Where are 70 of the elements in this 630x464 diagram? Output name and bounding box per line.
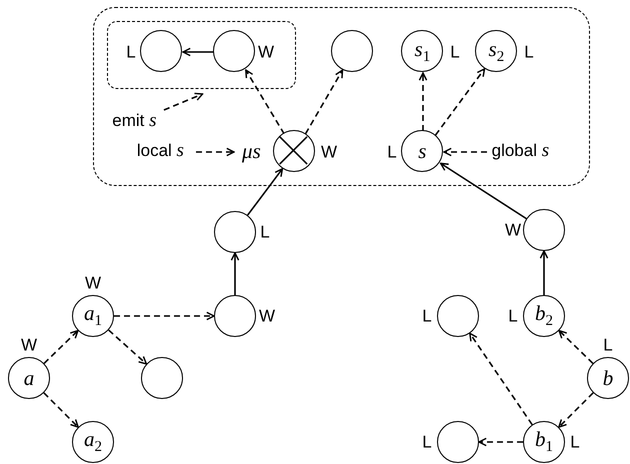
variable-label: a$_{1}$ bbox=[84, 301, 102, 331]
empty-circle bbox=[212, 30, 255, 72]
dashed-group-box bbox=[107, 21, 296, 90]
side-label: L bbox=[603, 336, 613, 354]
empty-circle bbox=[141, 357, 183, 399]
side-label: L bbox=[508, 308, 518, 324]
dashed-group-box bbox=[93, 7, 590, 186]
variable-label: s$_{2}$ bbox=[488, 36, 504, 66]
side-label: L bbox=[126, 44, 136, 60]
dashed-arrow bbox=[443, 148, 487, 156]
side-label: W bbox=[504, 222, 522, 238]
empty-circle bbox=[140, 30, 182, 72]
annotation-label: global s bbox=[492, 140, 550, 162]
dashed-arrow bbox=[478, 438, 523, 446]
variable-circle bbox=[475, 30, 518, 72]
math-label: μs bbox=[242, 138, 261, 164]
dashed-arrow bbox=[304, 69, 344, 134]
variable-circle bbox=[72, 421, 114, 463]
variable-label: a bbox=[24, 366, 34, 390]
side-label: W bbox=[84, 274, 102, 292]
variable-label: b bbox=[602, 366, 614, 390]
dashed-arrow bbox=[558, 392, 594, 428]
dashed-arrow bbox=[114, 312, 215, 320]
side-label: L bbox=[524, 44, 534, 60]
empty-circle bbox=[331, 30, 374, 72]
variable-label: a$_{2}$ bbox=[84, 427, 102, 457]
dashed-arrow bbox=[434, 68, 486, 136]
variable-circle bbox=[8, 357, 50, 399]
variable-circle bbox=[401, 30, 444, 72]
dashed-arrow bbox=[418, 72, 428, 131]
arrow bbox=[230, 252, 240, 295]
variable-circle bbox=[401, 130, 444, 172]
variable-label: b$_{2}$ bbox=[535, 301, 553, 331]
empty-circle bbox=[437, 295, 479, 337]
arrow bbox=[440, 162, 527, 220]
dashed-arrow bbox=[44, 330, 79, 364]
variable-label: b$_{1}$ bbox=[535, 427, 553, 457]
dashed-arrow bbox=[245, 69, 285, 134]
dashed-arrow bbox=[196, 148, 235, 156]
arrow bbox=[246, 168, 284, 216]
side-label: L bbox=[570, 434, 580, 450]
variable-circle bbox=[523, 421, 565, 463]
side-label: L bbox=[422, 308, 432, 324]
variable-circle bbox=[72, 295, 114, 337]
dashed-arrow bbox=[108, 329, 148, 365]
empty-circle bbox=[214, 295, 256, 337]
dashed-arrow bbox=[43, 392, 79, 428]
side-label: W bbox=[258, 44, 274, 60]
empty-circle bbox=[523, 209, 565, 251]
dashed-arrow bbox=[469, 332, 533, 426]
side-label: W bbox=[320, 144, 338, 160]
annotation-label: emit s bbox=[112, 110, 157, 132]
variable-circle bbox=[587, 357, 629, 399]
side-label: L bbox=[387, 144, 397, 160]
side-label: L bbox=[422, 434, 432, 450]
side-label: W bbox=[258, 308, 276, 324]
annotation-label: local s bbox=[136, 140, 184, 162]
empty-circle bbox=[214, 211, 256, 253]
dashed-arrow bbox=[164, 92, 204, 111]
variable-circle bbox=[523, 295, 565, 337]
variable-label: s$_{1}$ bbox=[414, 36, 430, 66]
side-label: L bbox=[450, 44, 460, 60]
side-label: W bbox=[20, 336, 38, 354]
multiplier-circle bbox=[273, 130, 316, 172]
dashed-arrow bbox=[558, 330, 594, 364]
arrow bbox=[540, 250, 548, 295]
empty-circle bbox=[437, 421, 479, 463]
variable-label: s bbox=[418, 138, 426, 164]
arrow bbox=[182, 48, 214, 56]
side-label: L bbox=[260, 224, 270, 240]
